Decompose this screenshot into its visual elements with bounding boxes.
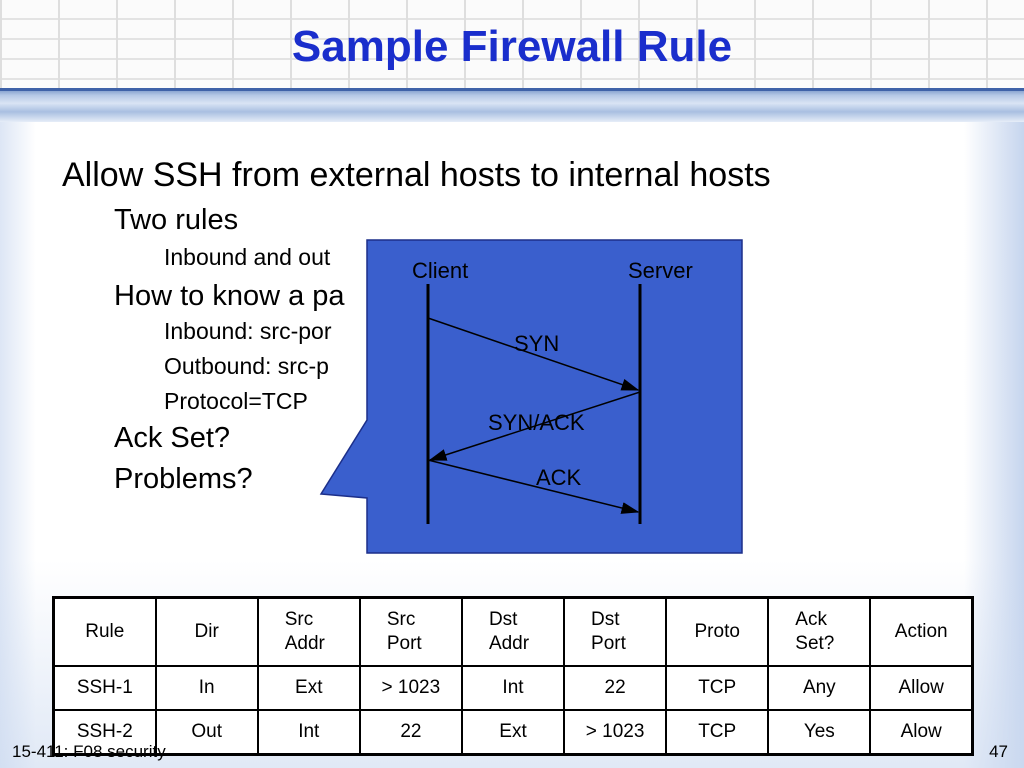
table-cell: Ext <box>460 709 566 756</box>
header-band <box>0 88 1024 122</box>
table-cell: 22 <box>358 709 463 756</box>
table-cell: Int <box>460 665 566 711</box>
client-label: Client <box>412 258 469 283</box>
header-action: Action <box>869 596 974 667</box>
bullet-level3: Inbound: src-por <box>164 318 332 344</box>
bullet-level3: Inbound and out <box>164 244 331 270</box>
table-cell: Ext <box>256 665 361 711</box>
table-cell: Yes <box>767 709 872 756</box>
bullet-level3: Protocol=TCP <box>164 388 308 414</box>
server-label: Server <box>628 258 693 283</box>
table-row: SSH-1 In Ext > 1023 Int 22 TCP Any Allow <box>52 665 974 711</box>
slide-title: Sample Firewall Rule <box>291 22 733 71</box>
bullet-level2: Problems? <box>114 463 253 495</box>
page-number: 47 <box>989 742 1008 761</box>
synack-arrow <box>428 391 641 461</box>
syn-arrow <box>427 317 640 391</box>
table-cell: Out <box>154 709 259 756</box>
bullet-level2: How to know a pa <box>114 280 345 312</box>
bullet-level2: Ack Set? <box>114 422 231 454</box>
table-cell: > 1023 <box>563 709 668 756</box>
handshake-diagram <box>319 239 743 554</box>
table-cell: SSH-1 <box>52 665 157 711</box>
callout-box <box>319 239 743 554</box>
bullet-level1: Allow SSH from external hosts to interna… <box>62 156 771 194</box>
table-cell: SSH-2 <box>52 709 157 756</box>
header-proto: Proto <box>665 596 770 667</box>
bullet-level3: Outbound: src-p <box>164 353 329 379</box>
synack-label: SYN/ACK <box>488 410 585 435</box>
bullet-level2: Two rules <box>114 204 239 236</box>
header-divider <box>0 88 1024 91</box>
table-cell: 22 <box>563 665 668 711</box>
header-grid-background <box>0 0 1024 90</box>
ack-arrow <box>427 459 640 514</box>
table-cell: Alow <box>869 709 974 756</box>
table-cell: Allow <box>869 665 974 711</box>
table-cell: Any <box>767 665 872 711</box>
table-row: SSH-2 Out Int 22 Ext > 1023 TCP Yes Alow <box>52 709 974 756</box>
footer-course-label: 15-411: F08 security <box>12 742 166 761</box>
table-cell: > 1023 <box>358 665 463 711</box>
syn-label: SYN <box>514 331 560 356</box>
table-cell: In <box>154 665 259 711</box>
table-cell: Int <box>256 709 361 756</box>
table-cell: TCP <box>665 709 770 756</box>
ack-label: ACK <box>536 465 582 490</box>
header-rule: Rule <box>52 596 157 667</box>
tcp-handshake-callout: Client Server SYN SYN/ACK ACK <box>318 238 746 556</box>
header-dir: Dir <box>154 596 259 667</box>
table-cell: TCP <box>665 665 770 711</box>
